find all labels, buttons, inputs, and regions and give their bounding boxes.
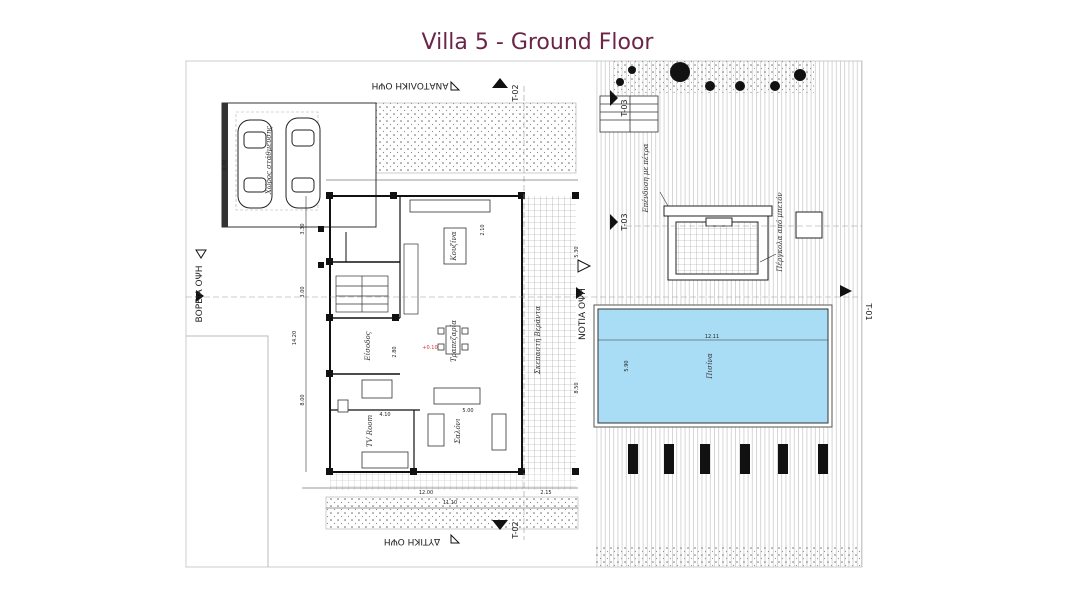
section-t02-bottom-label: T-02 — [511, 521, 520, 539]
structural-columns — [318, 192, 579, 475]
dimension-label: 2.10 — [480, 224, 486, 235]
garden-stairs — [599, 95, 659, 133]
section-t02-top-label: T-02 — [511, 84, 520, 102]
room-label-stone-cladding: Επένδυση με πέτρα — [642, 143, 650, 213]
house-walls — [329, 195, 523, 473]
kitchen-island — [443, 227, 467, 265]
sun-loungers — [628, 444, 828, 474]
dimension-label: 5.30 — [574, 246, 580, 257]
dimension-label: 11.10 — [443, 500, 457, 506]
west-elevation-label: ΔΥΤΙΚΗ ΟΨΗ — [384, 536, 440, 546]
dimension-label: 12.11 — [705, 334, 719, 340]
veranda-tiles-bottom — [330, 472, 576, 490]
axis-lines — [186, 86, 862, 540]
room-label-tv-room: TV Room — [366, 415, 374, 448]
dimension-label: 6.40 — [222, 159, 228, 170]
east-elevation-label: ΑΝΑΤΟΛΙΚΗ ΟΨΗ — [372, 80, 449, 90]
section-t03-top-label: T-03 — [620, 99, 629, 117]
section-markers — [196, 78, 852, 530]
section-t01-label: T-01 — [864, 302, 873, 320]
plot-boundary — [186, 335, 269, 567]
pool — [597, 308, 829, 424]
room-label-dining: Τραπεζαρία — [449, 320, 458, 362]
dimension-label: 8.50 — [574, 382, 580, 393]
page-title: Villa 5 - Ground Floor — [421, 30, 654, 55]
terrace-bottom — [325, 496, 579, 530]
kitchen-counter — [409, 199, 491, 213]
room-label-living: Σαλόνι — [454, 418, 462, 445]
room-label-kitchen: Κουζίνα — [449, 231, 458, 261]
bbq-element — [795, 211, 823, 239]
dimension-label: 3.30 — [300, 223, 306, 234]
pergola — [663, 205, 773, 281]
room-label-covered-veranda: Σκεπαστή Βεράντα — [534, 306, 542, 376]
dimension-label: 5.00 — [462, 408, 473, 414]
room-label-parking: Χώρος στάθμευσης — [265, 126, 273, 195]
room-label-entrance: Είσοδος — [363, 331, 372, 361]
dimension-label: 3.00 — [300, 286, 306, 297]
covered-veranda — [522, 196, 576, 472]
car-icons — [237, 117, 321, 209]
elevation-markers — [195, 80, 592, 544]
dimension-label: 4.10 — [379, 412, 390, 418]
dimension-label: 14.20 — [292, 331, 298, 345]
dimension-lines — [302, 179, 578, 509]
dimension-label: 12.00 — [419, 490, 433, 496]
internal-stairs — [335, 243, 419, 315]
dimension-label: 5.90 — [624, 360, 630, 371]
level-label: +0.10 — [422, 345, 437, 351]
garden-plants — [616, 62, 806, 91]
room-label-pergola: Πέργκολα από μπετόν — [776, 192, 784, 273]
deck-bottom-strip — [594, 545, 862, 567]
dining-table — [437, 325, 469, 355]
dimension-label: 8.00 — [300, 394, 306, 405]
dimension-label: 2.80 — [392, 346, 398, 357]
south-elevation-label: ΝΟΤΙΑ ΟΨΗ — [578, 288, 588, 340]
room-label-pool: Πισίνα — [705, 353, 714, 380]
section-t03-mid-label: T-03 — [620, 213, 629, 231]
living-furniture — [337, 379, 507, 469]
north-elevation-label: ΒΟΡΕΙΑ ΟΨΗ — [195, 266, 205, 323]
dimension-label: 2.15 — [540, 490, 551, 496]
terrace-top — [375, 102, 577, 174]
